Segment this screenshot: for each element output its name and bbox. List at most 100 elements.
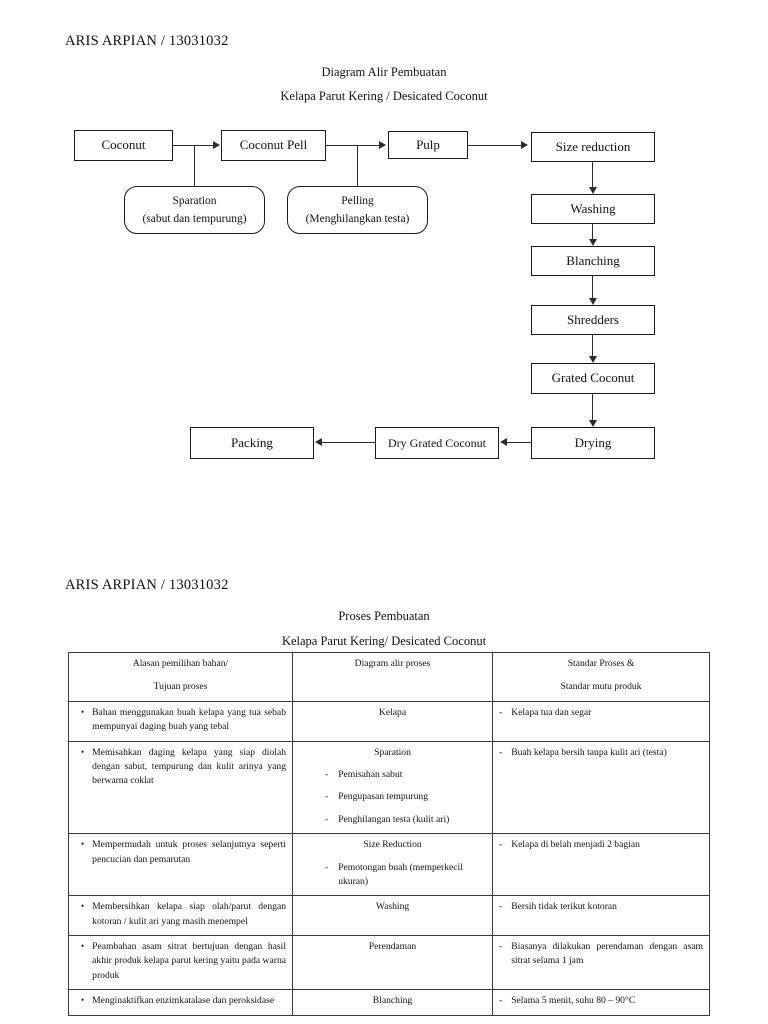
flow-node-size-reduction-label: Size reduction (555, 138, 631, 154)
cell-standard: -Bersih tidak terikut kotoran (492, 895, 710, 937)
dash-icon: - (499, 706, 503, 718)
table-header-reason: Alasan pemilihan bahan/ Tujuan proses (68, 652, 293, 702)
flow-node-packing-label: Packing (231, 434, 273, 450)
bullet-icon: • (81, 901, 85, 912)
process-name: Perendaman (368, 941, 417, 953)
table-row: •Mempermudah untuk proses selanjutnya se… (68, 833, 710, 897)
arrowhead-to-coconut-pell (213, 141, 220, 149)
flow-node-grated-coconut-label: Grated Coconut (551, 370, 635, 386)
standard-text: Bersih tidak terikut kotoran (511, 901, 617, 913)
process-substep-text: Pengupasan tempurung (338, 791, 428, 803)
standard-text: Selama 5 menit, suhu 80 – 90°C (511, 995, 636, 1007)
arrowhead-to-dry-grated-coconut (500, 438, 507, 446)
standard-text: Kelapa di belah menjadi 2 bagian (511, 839, 640, 851)
cell-reason: • Bahan menggunakan buah kelapa yang tua … (68, 700, 293, 742)
bullet-icon: • (81, 746, 85, 757)
dash-icon: - (325, 813, 329, 825)
cell-reason: •Mempermudah untuk proses selanjutnya se… (68, 833, 293, 897)
connector-stub-pelling (357, 145, 359, 187)
flow-annotation-sparation-sub: (sabut dan tempurung) (142, 213, 247, 225)
cell-standard: -Selama 5 menit, suhu 80 – 90°C (492, 989, 710, 1016)
connector-pulp-to-size-reduction (468, 145, 522, 147)
dash-icon: - (325, 861, 329, 873)
cell-process: Sparation -Pemisahan sabut -Pengupasan tem… (292, 740, 493, 835)
page2-title-line1: Proses Pembuatan (338, 609, 430, 623)
flow-node-shredders-label: Shredders (567, 311, 619, 327)
standard-text: Biasanya dilakukan perendaman dengan asa… (511, 941, 703, 967)
flow-node-coconut: Coconut (74, 130, 173, 161)
table-row: • Bahan menggunakan buah kelapa yang tua … (68, 700, 710, 742)
flow-node-size-reduction: Size reduction (531, 132, 655, 162)
table-header-standard: Standar Proses & Standar mutu produk (492, 652, 710, 702)
dash-icon: - (499, 941, 503, 953)
page1-student-line: ARIS ARPIAN / 13031032 (65, 33, 229, 49)
process-substep-text: Pemotongan buah (memperkecil ukuran) (338, 861, 463, 887)
connector-shredders-to-grated (592, 335, 594, 357)
table-row: • Membersihkan kelapa siap olah/parut den… (68, 895, 710, 937)
flow-node-pulp: Pulp (388, 131, 468, 159)
flow-annotation-pelling-sub: (Menghilangkan testa) (305, 213, 410, 225)
dash-icon: - (499, 746, 503, 758)
process-flowchart: Coconut Coconut Pell Pulp Size reduction… (74, 130, 655, 459)
process-substep-text: Penghilangan testa (kulit ari) (338, 813, 450, 825)
process-table: Alasan pemilihan bahan/ Tujuan proses Di… (68, 652, 710, 1016)
connector-dry-grated-to-packing (322, 442, 375, 444)
page1-title-line2: Kelapa Parut Kering / Desicated Coconut (280, 89, 488, 103)
dash-icon: - (499, 901, 503, 913)
process-substep-text: Pemisahan sabut (338, 768, 403, 780)
flow-node-washing: Washing (531, 194, 655, 224)
cell-process: Kelapa (292, 700, 493, 742)
cell-process: Washing (292, 895, 493, 937)
reason-text: Membersihkan kelapa siap olah/parut deng… (92, 901, 286, 927)
flow-node-drying: Drying (531, 427, 655, 459)
arrowhead-to-size-reduction (521, 141, 528, 149)
standard-text: Kelapa tua dan segar (511, 706, 592, 718)
flow-annotation-sparation: Sparation (sabut dan tempurung) (124, 186, 265, 234)
bullet-icon: • (81, 706, 85, 717)
dash-icon: - (499, 995, 503, 1007)
flow-annotation-sparation-title: Sparation (172, 194, 217, 207)
reason-text: Bahan menggunakan buah kelapa yang tua s… (92, 706, 286, 733)
process-name: Size Reduction (363, 839, 422, 851)
cell-reason: •Memisahkan daging kelapa yang siap diol… (68, 740, 293, 835)
flow-node-coconut-label: Coconut (101, 137, 146, 153)
process-substep: -Pemotongan buah (memperkecil ukuran) (299, 861, 486, 890)
arrowhead-to-washing (589, 187, 597, 194)
connector-coconut-to-pell (173, 145, 214, 147)
flow-node-dry-grated-coconut: Dry Grated Coconut (375, 427, 499, 459)
bullet-icon: • (81, 941, 85, 952)
cell-reason: •Menginaktifkan enzimkatalase dan peroks… (68, 989, 293, 1016)
arrowhead-to-pulp (379, 141, 386, 149)
process-substep: -Pemisahan sabut (299, 768, 486, 782)
connector-washing-to-blanching (592, 224, 594, 240)
flow-node-shredders: Shredders (531, 305, 655, 335)
arrowhead-to-grated-coconut (589, 356, 597, 363)
connector-blanching-to-shredders (592, 276, 594, 299)
connector-grated-to-drying (592, 394, 594, 421)
connector-sizereduction-to-washing (592, 162, 594, 188)
arrowhead-to-shredders (589, 298, 597, 305)
flow-node-dry-grated-coconut-label: Dry Grated Coconut (388, 435, 486, 450)
process-name: Washing (375, 901, 410, 913)
process-name: Sparation (374, 746, 411, 758)
connector-pell-to-pulp (326, 145, 380, 147)
table-row: • Peambahan asam sitrat bertujuan dengan … (68, 935, 710, 991)
reason-text: Menginaktifkan enzimkatalase dan peroksi… (92, 995, 275, 1007)
flow-node-blanching-label: Blanching (566, 252, 620, 268)
table-header-row: Alasan pemilihan bahan/ Tujuan proses Di… (68, 652, 710, 702)
process-name: Blanching (372, 995, 413, 1007)
arrowhead-to-packing (315, 438, 322, 446)
connector-stub-sparation (194, 145, 196, 187)
cell-process: Size Reduction -Pemotongan buah (memperke… (292, 833, 493, 897)
table-row: •Memisahkan daging kelapa yang siap diol… (68, 740, 710, 835)
table-body: • Bahan menggunakan buah kelapa yang tua … (68, 700, 710, 1016)
connector-drying-to-dry-grated (507, 442, 531, 444)
cell-standard: -Kelapa di belah menjadi 2 bagian (492, 833, 710, 897)
reason-text: Peambahan asam sitrat bertujuan dengan h… (92, 941, 286, 981)
flow-node-coconut-pell-label: Coconut Pell (239, 137, 308, 153)
page2-student-line: ARIS ARPIAN / 13031032 (65, 577, 229, 593)
cell-standard: -Kelapa tua dan segar (492, 700, 710, 742)
flow-node-coconut-pell: Coconut Pell (221, 130, 326, 161)
cell-standard: -Biasanya dilakukan perendaman dengan as… (492, 935, 710, 991)
